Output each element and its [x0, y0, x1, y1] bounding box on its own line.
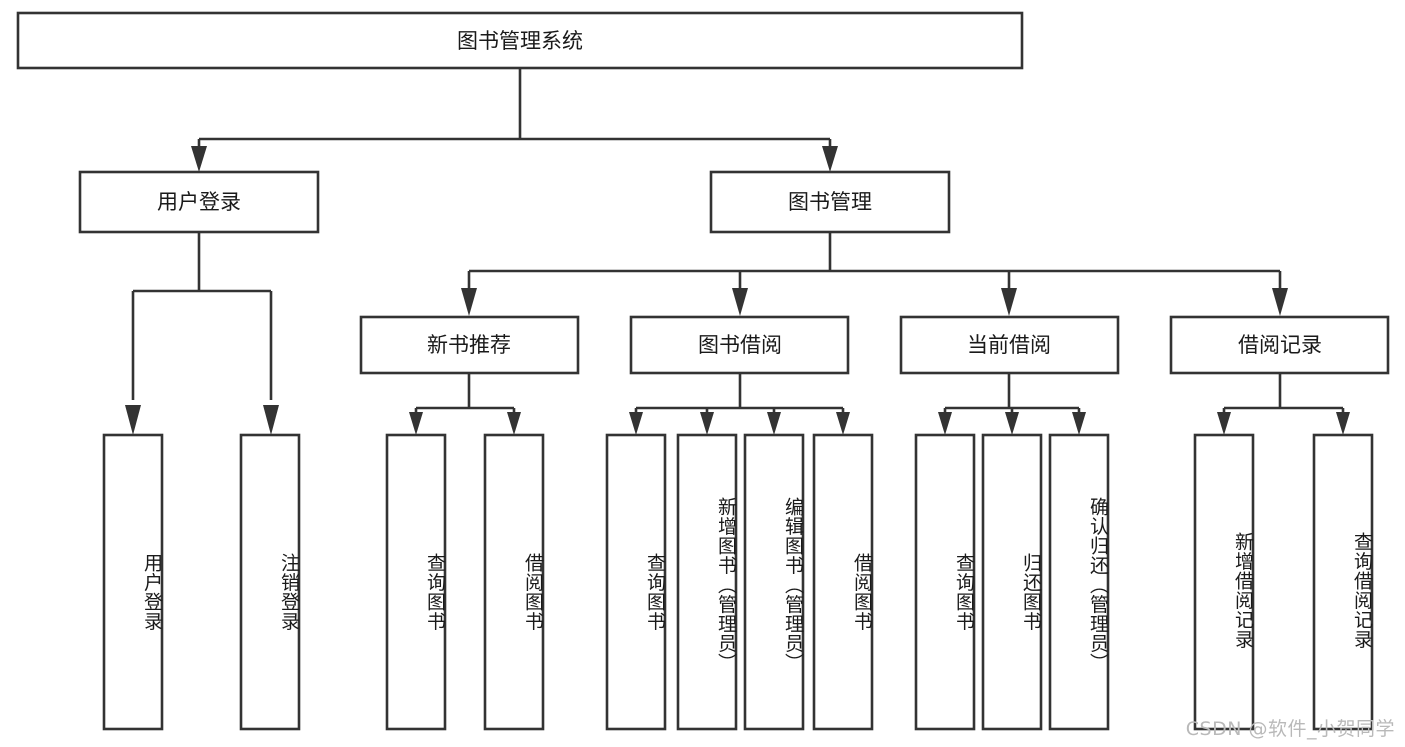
- node-book-manage-label: 图书管理: [788, 190, 872, 214]
- arrowhead-new-book-recommend: [461, 288, 477, 316]
- arrowhead-leaf-add-record: [1217, 412, 1231, 435]
- leaf-edit-book-label: 编辑图书（管理员）: [782, 497, 804, 673]
- node-borrow-record-label: 借阅记录: [1238, 333, 1322, 357]
- leaf-add-book[interactable]: 新增图书（管理员）: [676, 433, 738, 731]
- leaf-borrow-book-2[interactable]: 借阅图书: [812, 433, 874, 731]
- leaf-add-record-label: 新增借阅记录: [1232, 532, 1254, 649]
- node-book-borrow[interactable]: 图书借阅: [629, 315, 850, 375]
- node-new-book-recommend-label: 新书推荐: [427, 333, 511, 357]
- node-book-manage-box[interactable]: [709, 170, 951, 234]
- leaf-logout-login-label: 注销登录: [278, 553, 300, 631]
- leaf-return-book-box[interactable]: [981, 433, 1043, 731]
- node-book-borrow-label: 图书借阅: [698, 333, 782, 357]
- arrowhead-leaf-query-book-1: [409, 412, 423, 435]
- arrowhead-leaf-confirm-return: [1072, 412, 1086, 435]
- arrowhead-leaf-borrow-book-2: [836, 412, 850, 435]
- leaf-user-login-box[interactable]: [102, 433, 164, 731]
- leaf-user-login[interactable]: 用户登录: [102, 433, 164, 731]
- arrowhead-leaf-borrow-book-1: [507, 412, 521, 435]
- leaf-add-record-box[interactable]: [1193, 433, 1255, 731]
- leaf-add-book-box[interactable]: [676, 433, 738, 731]
- node-new-book-recommend[interactable]: 新书推荐: [359, 315, 580, 375]
- leaf-add-record[interactable]: 新增借阅记录: [1193, 433, 1255, 731]
- node-root[interactable]: 图书管理系统: [16, 11, 1024, 70]
- node-current-borrow-label: 当前借阅: [967, 333, 1051, 357]
- node-current-borrow[interactable]: 当前借阅: [899, 315, 1120, 375]
- leaf-query-book-1[interactable]: 查询图书: [385, 433, 447, 731]
- leaf-query-book-2-label: 查询图书: [644, 553, 666, 631]
- arrowhead-leaf-query-record: [1336, 412, 1350, 435]
- arrowhead-leaf-logout-login: [263, 405, 279, 435]
- leaf-query-book-2[interactable]: 查询图书: [605, 433, 667, 731]
- node-root-box[interactable]: [16, 11, 1024, 70]
- node-user-login-box[interactable]: [78, 170, 320, 234]
- leaf-edit-book[interactable]: 编辑图书（管理员）: [743, 433, 805, 731]
- leaf-query-book-1-label: 查询图书: [424, 553, 446, 631]
- node-borrow-record[interactable]: 借阅记录: [1169, 315, 1390, 375]
- leaf-query-record-label: 查询借阅记录: [1351, 532, 1373, 649]
- arrowhead-user-login: [191, 146, 207, 172]
- leaf-return-book[interactable]: 归还图书: [981, 433, 1043, 731]
- arrowhead-leaf-user-login: [125, 405, 141, 435]
- leaf-user-login-label: 用户登录: [141, 553, 163, 631]
- arrowhead-leaf-add-book: [700, 412, 714, 435]
- leaf-edit-book-box[interactable]: [743, 433, 805, 731]
- node-new-book-recommend-box[interactable]: [359, 315, 580, 375]
- leaf-query-book-3-label: 查询图书: [953, 553, 975, 631]
- leaf-add-book-label: 新增图书（管理员）: [715, 497, 737, 673]
- arrowhead-leaf-query-book-2: [629, 412, 643, 435]
- node-book-manage[interactable]: 图书管理: [709, 170, 951, 234]
- node-book-borrow-box[interactable]: [629, 315, 850, 375]
- leaf-borrow-book-1[interactable]: 借阅图书: [483, 433, 545, 731]
- leaf-borrow-book-2-label: 借阅图书: [851, 553, 873, 631]
- node-user-login-label: 用户登录: [157, 190, 241, 214]
- leaf-query-book-3-box[interactable]: [914, 433, 976, 731]
- arrowhead-borrow-record: [1272, 288, 1288, 316]
- leaf-confirm-return[interactable]: 确认归还（管理员）: [1048, 433, 1110, 731]
- arrowhead-book-manage: [822, 146, 838, 172]
- connector-layer: [125, 68, 1350, 435]
- leaf-query-book-2-box[interactable]: [605, 433, 667, 731]
- leaf-logout-login[interactable]: 注销登录: [239, 433, 301, 731]
- arrowhead-current-borrow: [1001, 288, 1017, 316]
- leaf-query-record[interactable]: 查询借阅记录: [1312, 433, 1374, 731]
- leaf-borrow-book-1-label: 借阅图书: [522, 553, 544, 631]
- node-user-login[interactable]: 用户登录: [78, 170, 320, 234]
- node-borrow-record-box[interactable]: [1169, 315, 1390, 375]
- arrowhead-leaf-query-book-3: [938, 412, 952, 435]
- arrowhead-leaf-return-book: [1005, 412, 1019, 435]
- leaf-return-book-label: 归还图书: [1020, 553, 1042, 631]
- leaf-logout-login-box[interactable]: [239, 433, 301, 731]
- node-root-label: 图书管理系统: [457, 29, 583, 53]
- leaf-query-book-1-box[interactable]: [385, 433, 447, 731]
- leaf-query-record-box[interactable]: [1312, 433, 1374, 731]
- leaf-confirm-return-box[interactable]: [1048, 433, 1110, 731]
- arrowhead-book-borrow: [732, 288, 748, 316]
- leaf-query-book-3[interactable]: 查询图书: [914, 433, 976, 731]
- leaf-confirm-return-label: 确认归还（管理员）: [1087, 497, 1109, 673]
- leaf-borrow-book-1-box[interactable]: [483, 433, 545, 731]
- leaf-borrow-book-2-box[interactable]: [812, 433, 874, 731]
- node-current-borrow-box[interactable]: [899, 315, 1120, 375]
- arrowhead-leaf-edit-book: [767, 412, 781, 435]
